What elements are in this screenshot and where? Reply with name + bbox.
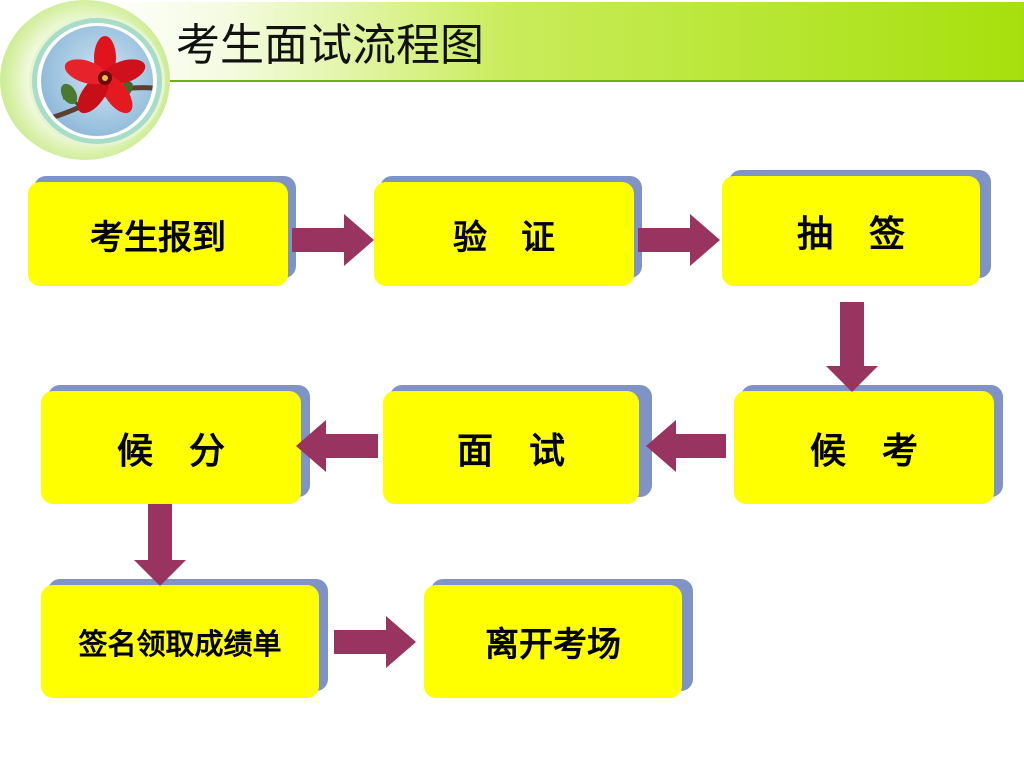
step-label: 面 试: [456, 430, 565, 472]
page-title: 考生面试流程图: [176, 20, 484, 71]
step-wait-score: 候 分: [41, 391, 301, 504]
step-interview: 面 试: [383, 391, 639, 504]
step-draw: 抽 签: [722, 176, 980, 286]
step-leave: 离开考场: [424, 585, 682, 698]
arrow-right: [334, 616, 416, 668]
arrow-down: [134, 504, 186, 586]
header-bar: [90, 2, 1024, 82]
step-sign-score: 签名领取成绩单: [41, 585, 319, 698]
step-report: 考生报到: [28, 182, 288, 286]
step-label: 抽 签: [796, 214, 905, 255]
arrow-right: [292, 214, 374, 266]
step-label: 候 考: [809, 430, 918, 472]
logo: [41, 26, 153, 136]
step-wait-exam: 候 考: [734, 391, 994, 504]
arrow-down: [826, 302, 878, 392]
red-flower-icon: [41, 36, 153, 124]
step-label: 考生报到: [90, 217, 226, 258]
step-verify: 验 证: [374, 182, 634, 286]
step-label: 离开考场: [485, 625, 621, 665]
step-label: 验 证: [453, 217, 555, 258]
arrow-left: [296, 420, 378, 472]
arrow-right: [638, 214, 720, 266]
step-label: 签名领取成绩单: [78, 626, 282, 661]
step-label: 候 分: [116, 430, 225, 472]
arrow-left: [646, 420, 726, 472]
